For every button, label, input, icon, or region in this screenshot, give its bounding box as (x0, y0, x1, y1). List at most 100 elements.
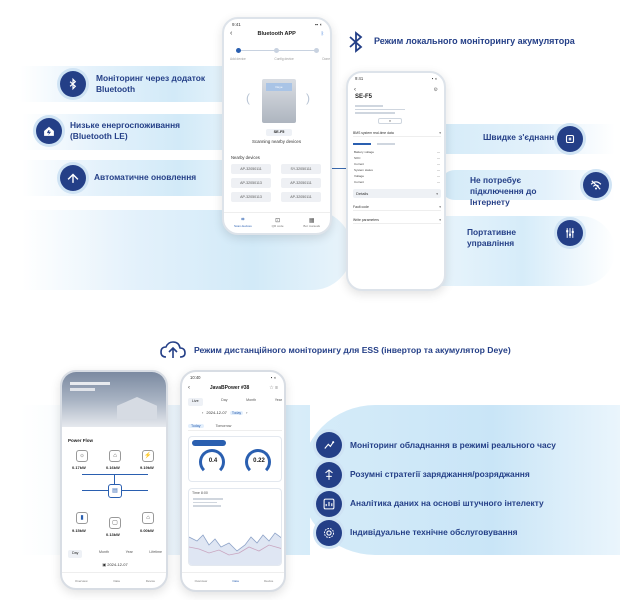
house-photo-header (62, 372, 166, 427)
star-icon[interactable]: ☆ ≡ (269, 385, 278, 391)
day-subtabs: Today Tomorrow (188, 424, 282, 431)
grid-icon: ▦ (308, 218, 315, 224)
tab-scan-label: Scan devices (233, 224, 252, 228)
back-icon[interactable]: ‹ (188, 385, 190, 391)
bottom-tab-bar: ⌗Scan devices ⊡QR code ▦Bot manuals (224, 212, 330, 232)
write-params-row[interactable]: Write parameters ▾ (353, 216, 441, 224)
flow-value: 0.16kW (106, 465, 120, 470)
chevron-down-icon: ▾ (439, 130, 441, 135)
flow-node-battery: ▮ (76, 512, 88, 524)
status-icons: ▪ ◖ (270, 375, 276, 380)
tab-overview[interactable]: Overview (74, 578, 88, 583)
device-item[interactable]: AP-32050113 (231, 178, 271, 188)
prev-icon[interactable]: ‹ (202, 410, 204, 415)
signal-wave-right-icon: ) (306, 91, 310, 105)
row-value: --- (437, 150, 440, 154)
today-badge[interactable]: Today (229, 410, 244, 415)
tab-data[interactable]: Data (113, 578, 120, 583)
period-day[interactable]: Day (221, 398, 228, 402)
device-item[interactable]: AP-32050113 (231, 192, 271, 202)
gauge-1-value: 0.4 (208, 458, 218, 464)
gauge-2 (245, 449, 271, 475)
period-month[interactable]: Month (246, 398, 257, 402)
calendar-icon: ▣ (102, 562, 107, 567)
next-icon[interactable]: › (246, 410, 248, 415)
device-item[interactable]: SY-32050111 (281, 164, 321, 174)
upload-icon (60, 165, 86, 191)
feature-band-r3 (430, 216, 615, 286)
device-item[interactable]: AP-32050111 (281, 192, 321, 202)
tab-device[interactable]: Device (145, 578, 155, 583)
step-done: Done (322, 57, 330, 61)
back-icon[interactable]: ‹ (230, 30, 233, 37)
row-key: System status (354, 168, 373, 172)
back-icon[interactable]: ‹ (354, 87, 356, 93)
write-params-label: Write parameters (353, 217, 379, 222)
strategy-icon (316, 462, 342, 488)
tab-device[interactable]: Device (264, 578, 274, 583)
feature-fast-connect-label: Швидке з'єднання (483, 132, 560, 142)
subtab-inactive[interactable] (377, 143, 395, 145)
scanning-text: Scanning nearby devices (251, 139, 302, 144)
chevron-down-icon: ▾ (439, 217, 441, 222)
gauge-1 (199, 449, 225, 475)
plant-title: JavaBPower #38 (209, 385, 250, 391)
tab-manuals[interactable]: ▦Bot manuals (303, 217, 320, 228)
subtab-tomorrow[interactable]: Tomorrow (215, 424, 232, 428)
feature-auto-update-label: Автоматичне оновлення (94, 172, 197, 182)
device-select[interactable]: ▾ (378, 118, 402, 124)
settings-icon[interactable]: ⚙ (433, 87, 438, 93)
device-item[interactable]: AP-32050111 (281, 178, 321, 188)
row-value: --- (437, 168, 440, 172)
power-flow-title: Power Flow (68, 438, 94, 443)
feature-band-1 (20, 66, 240, 102)
bottom-tab-bar: Overview Data Device (62, 572, 166, 588)
period-lifetime[interactable]: Lifetime (149, 550, 162, 554)
flow-node-load: ▢ (109, 517, 121, 529)
ess-feature-realtime: Моніторинг обладнання в режимі реального… (350, 440, 556, 450)
tab-scan[interactable]: ⌗Scan devices (234, 217, 252, 228)
flow-value: 0.13kW (106, 532, 120, 537)
gauges-card: 0.4 0.22 (188, 436, 282, 482)
ess-feature-band (300, 405, 620, 555)
feature-no-internet-label: Не потребує підключення до Інтернету (470, 175, 537, 207)
fault-code-label: Fault code (353, 204, 369, 209)
tab-data[interactable]: Data (232, 578, 239, 583)
time-chip (192, 440, 226, 446)
bms-data-phone: 9:41 ▪ ◖ ‹ ⚙ SE-F5 ▾ BMS system real-tim… (346, 71, 446, 291)
gear-icon (316, 520, 342, 546)
date-selector[interactable]: ‹ 2024-12-07 Today › (202, 410, 272, 415)
legend-lines (193, 498, 279, 507)
bms-section-header[interactable]: BMS system real-time data ▾ (353, 129, 441, 137)
row-value: --- (437, 162, 440, 166)
ess-feature-ai: Аналітика даних на основі штучного інтел… (350, 498, 544, 508)
bms-section-title: BMS system real-time data (353, 130, 394, 135)
step-config-device: Config device (274, 57, 294, 61)
feature-low-power-label: Низьке енергоспоживання (Bluetooth LE) (70, 120, 181, 141)
flow-inverter-node: ▤ (108, 484, 122, 498)
period-day[interactable]: Day (68, 550, 83, 558)
period-tabs: Day Month Year Lifetime (68, 550, 162, 558)
tab-overview[interactable]: Overview (194, 578, 208, 583)
device-name-badge: SE-F5 (266, 129, 292, 136)
device-item[interactable]: AP-32050111 (231, 164, 271, 174)
period-year[interactable]: Year (274, 398, 282, 402)
qr-icon: ⊡ (275, 218, 281, 224)
period-year[interactable]: Year (125, 550, 133, 554)
subtab-today[interactable]: Today (188, 424, 204, 428)
details-row[interactable]: Details ▾ (353, 189, 441, 198)
period-live[interactable]: Live (188, 398, 203, 406)
row-value: --- (437, 156, 440, 160)
nearby-devices-title: Nearby devices (231, 155, 260, 160)
chevron-down-icon: ▾ (436, 191, 438, 196)
subtab-active[interactable] (353, 143, 371, 145)
status-icons: ▪ ◖ (431, 76, 437, 81)
device-meta-lines (355, 105, 415, 114)
date-selector[interactable]: ▣ 2024-12-07 (92, 562, 138, 567)
local-mode-headline: Режим локального моніторингу акумулятора (374, 36, 575, 46)
tab-qr[interactable]: ⊡QR code (272, 217, 284, 228)
trend-chart-card: Time 8:00 (188, 488, 282, 566)
fault-code-row[interactable]: Fault code ▾ (353, 203, 441, 211)
period-month[interactable]: Month (98, 550, 109, 554)
row-key: Current (354, 180, 365, 184)
